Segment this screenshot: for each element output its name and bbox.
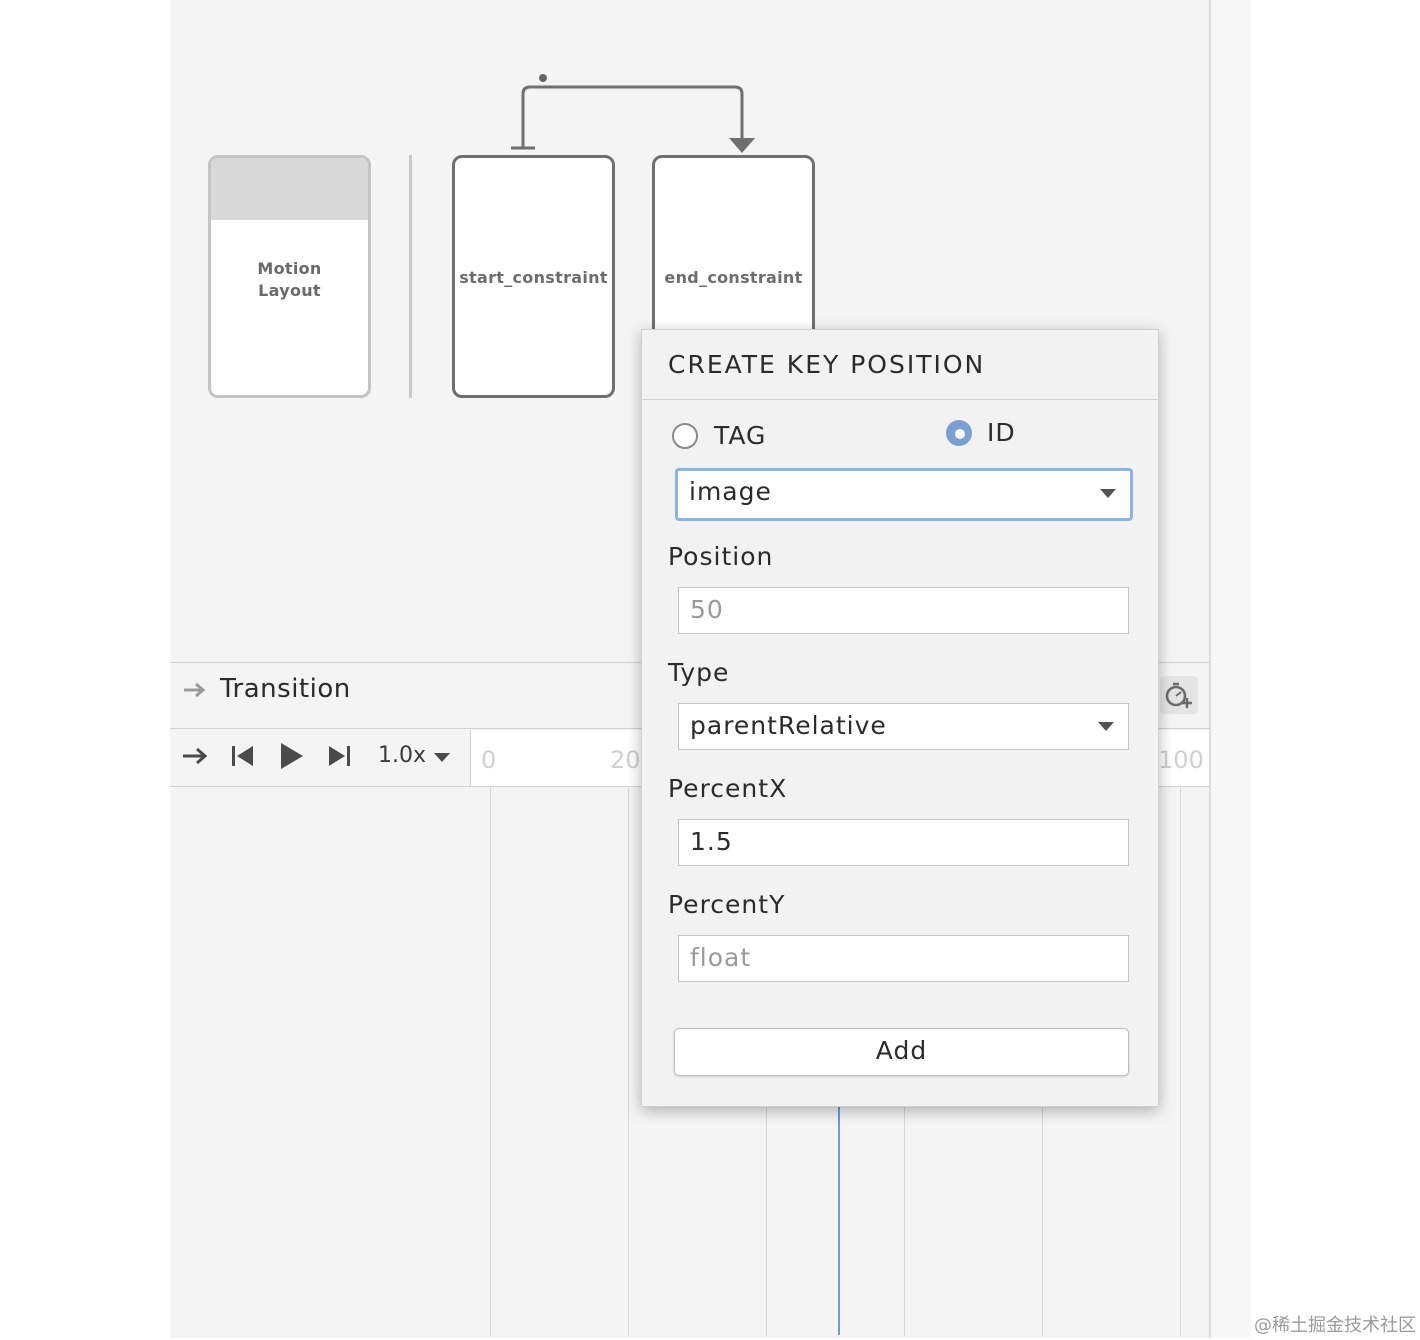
play-icon[interactable] — [279, 742, 305, 770]
motion-layout-node[interactable]: Motion Layout — [208, 155, 371, 398]
timeline-gridline — [628, 786, 629, 1336]
skip-to-start-icon[interactable] — [231, 745, 255, 767]
percenty-input[interactable]: float — [678, 935, 1129, 982]
node-label-start: start_constraint — [459, 268, 608, 287]
node-header — [211, 158, 368, 220]
type-dropdown-value: parentRelative — [690, 711, 887, 740]
chevron-down-icon — [1098, 722, 1114, 731]
type-dropdown[interactable]: parentRelative — [678, 703, 1129, 750]
watermark: @稀土掘金技术社区 — [1254, 1315, 1416, 1336]
create-key-position-dialog: CREATE KEY POSITION TAG ID image Positio… — [641, 329, 1159, 1107]
dialog-title: CREATE KEY POSITION — [668, 350, 986, 379]
add-keyframe-button[interactable] — [1160, 676, 1198, 714]
position-label: Position — [668, 542, 774, 571]
timeline-gridline — [1180, 786, 1181, 1336]
speed-caret-icon[interactable] — [433, 752, 451, 764]
timeline-tick-20: 20 — [610, 746, 641, 774]
start-constraint-node[interactable]: start_constraint — [452, 155, 615, 398]
node-label-end: end_constraint — [664, 268, 803, 287]
loop-icon[interactable] — [182, 745, 210, 767]
panel-divider — [1209, 0, 1211, 1338]
dialog-divider — [642, 399, 1158, 400]
type-label: Type — [668, 658, 730, 687]
timeline-playhead[interactable] — [838, 1105, 840, 1335]
add-keyframe-icon — [1165, 682, 1192, 708]
chevron-down-icon — [1100, 489, 1116, 498]
right-panel-strip — [1211, 0, 1251, 1338]
percentx-input[interactable]: 1.5 — [678, 819, 1129, 866]
timeline-tick-0: 0 — [481, 746, 497, 774]
add-button[interactable]: Add — [674, 1028, 1129, 1076]
radio-id[interactable] — [946, 420, 972, 446]
node-separator — [409, 155, 412, 398]
node-label-motion-layout: Motion Layout — [257, 259, 322, 300]
percentx-value: 1.5 — [690, 827, 733, 856]
percenty-placeholder: float — [690, 943, 752, 972]
id-dropdown-value: image — [689, 477, 772, 506]
id-dropdown[interactable]: image — [675, 468, 1133, 521]
skip-to-end-icon[interactable] — [327, 745, 351, 767]
timeline-gridline — [490, 786, 491, 1336]
position-placeholder: 50 — [690, 595, 724, 624]
transition-arrow-icon — [184, 682, 206, 698]
timeline-gridline — [1042, 1105, 1043, 1336]
transition-connector — [511, 74, 755, 153]
percenty-label: PercentY — [668, 890, 786, 919]
timeline-gridline — [766, 1105, 767, 1336]
speed-selector[interactable]: 1.0x — [378, 743, 427, 768]
radio-tag-label: TAG — [714, 421, 767, 450]
radio-id-label: ID — [987, 418, 1016, 447]
radio-tag[interactable] — [672, 423, 698, 449]
percentx-label: PercentX — [668, 774, 788, 803]
timeline-tick-100: 100 — [1158, 746, 1204, 774]
timeline-gridline — [904, 1105, 905, 1336]
transition-title: Transition — [220, 674, 351, 704]
position-input[interactable]: 50 — [678, 587, 1129, 634]
